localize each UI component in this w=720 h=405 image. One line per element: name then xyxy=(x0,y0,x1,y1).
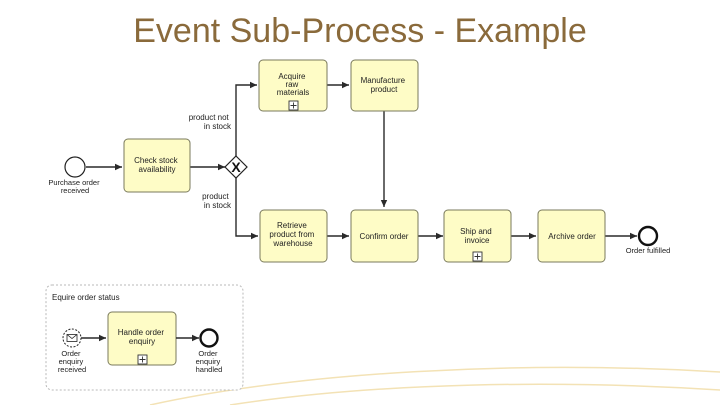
flow-gateway-to-retrieve xyxy=(235,178,258,240)
subprocess-start-event-label: Order enquiry received xyxy=(58,349,86,374)
exclusive-gateway[interactable]: X xyxy=(224,155,248,179)
slide-title: Event Sub-Process - Example xyxy=(133,12,587,50)
start-event-label: Purchase order received xyxy=(48,178,101,195)
event-subprocess[interactable]: Equire order status Order enquiry receiv… xyxy=(45,284,244,391)
decor-swirl xyxy=(149,366,720,405)
subprocess-end-event-label: Order enquiry handled xyxy=(196,349,223,374)
task-archive-label: Archive order xyxy=(548,232,596,241)
task-check-stock[interactable]: Check stock availability xyxy=(123,138,191,193)
task-acquire-raw-materials[interactable]: Acquire raw materials xyxy=(258,59,328,112)
task-manufacture-label: Manufacture product xyxy=(361,76,408,94)
task-manufacture-product[interactable]: Manufacture product xyxy=(350,59,419,112)
sequence-flows xyxy=(86,81,637,240)
collapsed-subprocess-plus-icon xyxy=(137,354,148,365)
task-ship-label: Ship and invoice xyxy=(460,227,494,245)
flow-gateway-to-acquire xyxy=(235,81,257,156)
task-retrieve-product[interactable]: Retrieve product from warehouse xyxy=(259,209,328,263)
task-confirm-order[interactable]: Confirm order xyxy=(350,209,419,263)
event-subprocess-title: Equire order status xyxy=(52,293,120,302)
end-event[interactable] xyxy=(637,225,659,247)
task-check-stock-label: Check stock availability xyxy=(134,156,180,174)
collapsed-subprocess-plus-icon xyxy=(288,100,299,111)
end-event-label: Order fulfilled xyxy=(626,246,671,255)
task-archive-order[interactable]: Archive order xyxy=(537,209,606,263)
flow-label-in-stock: product in stock xyxy=(202,192,232,210)
flow-label-not-in-stock: product not in stock xyxy=(189,113,232,131)
task-handle-order-enquiry[interactable]: Handle order enquiry xyxy=(107,311,177,366)
envelope-icon xyxy=(66,334,78,342)
gateway-x-icon: X xyxy=(231,159,241,175)
task-handle-label: Handle order enquiry xyxy=(118,328,166,346)
task-acquire-label: Acquire raw materials xyxy=(277,72,309,97)
subprocess-start-event[interactable] xyxy=(62,328,82,348)
decor-swirl xyxy=(229,383,720,405)
subprocess-end-event[interactable] xyxy=(199,328,219,348)
task-ship-and-invoice[interactable]: Ship and invoice xyxy=(443,209,512,263)
start-event[interactable] xyxy=(64,156,86,178)
collapsed-subprocess-plus-icon xyxy=(472,251,483,262)
task-confirm-label: Confirm order xyxy=(360,232,409,241)
task-retrieve-label: Retrieve product from warehouse xyxy=(269,221,316,248)
